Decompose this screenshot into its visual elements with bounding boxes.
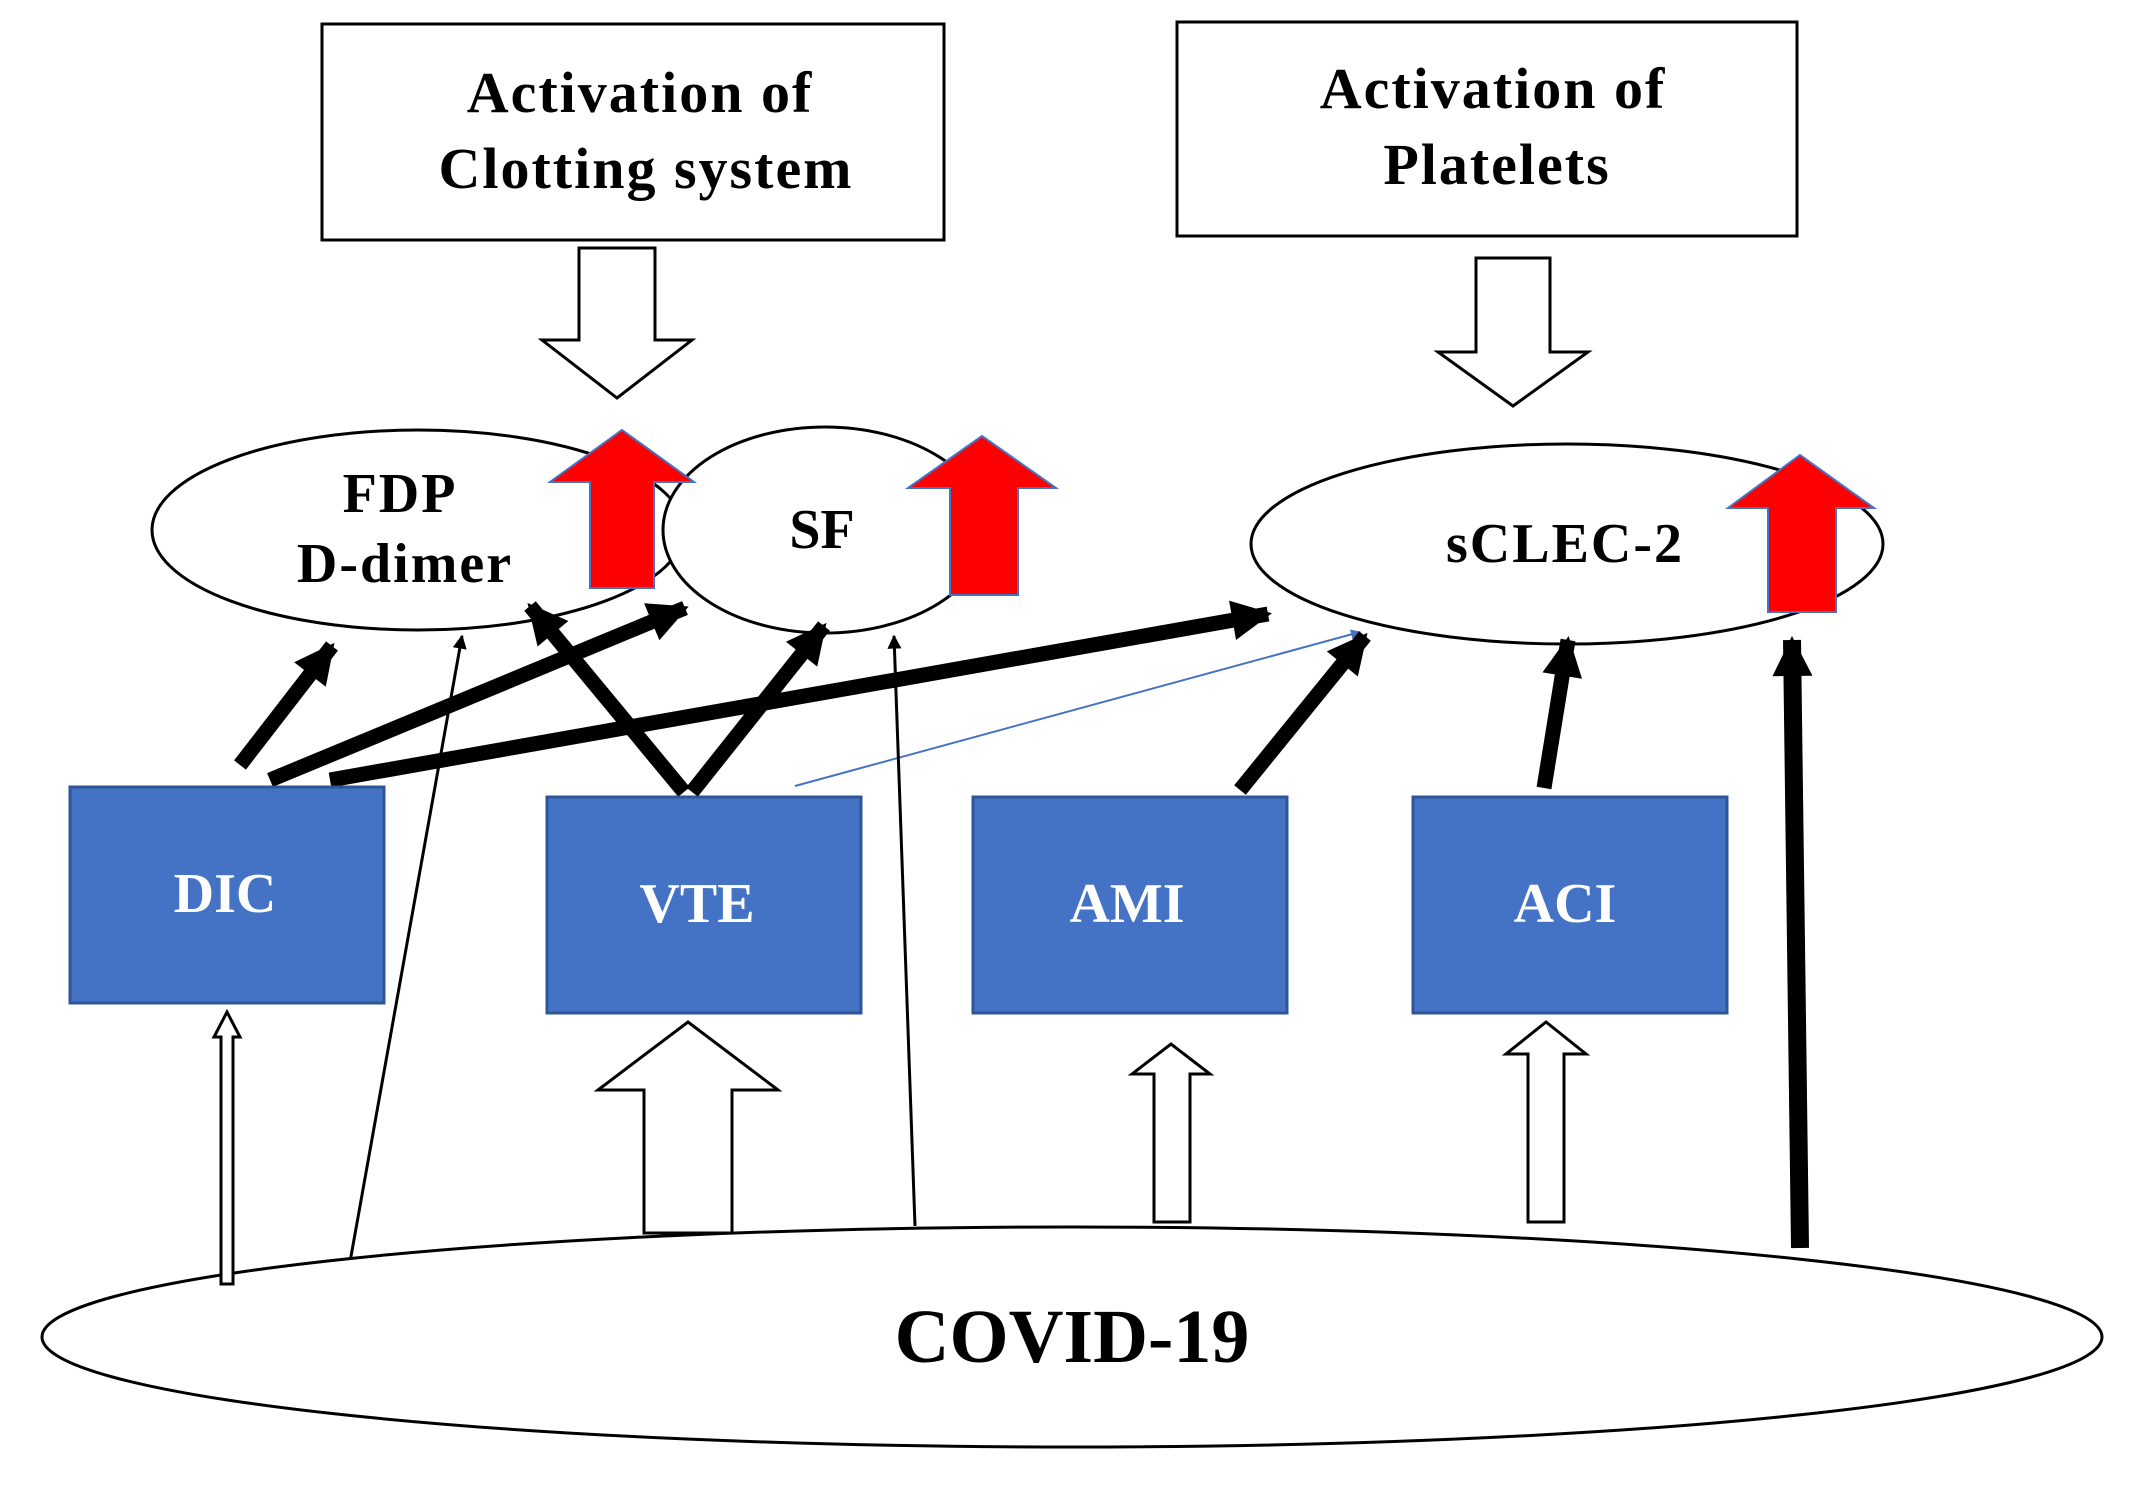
increase-arrow-sf: [904, 434, 1060, 596]
hollow-up-arrow-aci: [1501, 1020, 1591, 1224]
box-ami: AMI: [971, 795, 1289, 1015]
hollow-up-arrow-dic: [211, 1008, 243, 1286]
increase-arrow-sclec2: [1724, 453, 1878, 613]
ami-label: AMI: [1069, 873, 1184, 935]
covid-label: COVID-19: [895, 1295, 1250, 1379]
increase-arrow-fdp: [546, 428, 698, 589]
hollow-up-arrow-vte: [593, 1020, 783, 1235]
box-activation-clotting: Activation of Clotting system: [320, 22, 946, 242]
clotting-line1: Activation of: [467, 60, 814, 125]
fdp-line1: FDP: [343, 463, 458, 525]
hollow-down-arrow-platelets: [1433, 256, 1593, 408]
hollow-down-arrow-clotting: [537, 246, 697, 400]
ellipse-covid-19: COVID-19: [40, 1225, 2104, 1449]
arrow-dic-to-fdp: [234, 641, 338, 770]
hollow-up-arrow-ami: [1127, 1042, 1215, 1224]
arrow-dic-to-sclec2: [328, 600, 1272, 788]
ellipse-sclec-2: sCLEC-2: [1249, 442, 1885, 646]
fdp-line2: D-dimer: [297, 533, 513, 595]
arrow-covid-to-sclec2: [1772, 636, 1813, 1249]
arrow-dic-to-sf: [267, 601, 689, 787]
arrow-vte-to-sf: [686, 621, 830, 797]
box-vte: VTE: [545, 795, 863, 1015]
arrow-aci-to-sclec2: [1536, 636, 1582, 790]
thin-arrow-covid-to-sf: [887, 634, 917, 1227]
box-activation-platelets: Activation of Platelets: [1175, 20, 1799, 238]
arrow-vte-to-fdp: [524, 601, 690, 797]
clotting-line2: Clotting system: [438, 136, 853, 201]
box-aci: ACI: [1411, 795, 1729, 1015]
vte-label: VTE: [639, 873, 754, 935]
arrow-ami-to-sclec2: [1234, 631, 1371, 795]
box-dic: DIC: [68, 785, 386, 1005]
aci-label: ACI: [1514, 873, 1617, 935]
ellipse-fdp-d-dimer: FDP D-dimer: [150, 428, 686, 632]
platelets-line1: Activation of: [1320, 56, 1667, 121]
dic-label: DIC: [174, 863, 277, 925]
sf-label: SF: [789, 499, 854, 561]
thin-link-vte-sclec2: [794, 629, 1361, 787]
thin-arrow-covid-to-fdp: [348, 634, 467, 1263]
sclec2-label: sCLEC-2: [1446, 513, 1684, 575]
ellipse-sf: SF: [661, 425, 989, 635]
platelets-line2: Platelets: [1383, 132, 1610, 197]
